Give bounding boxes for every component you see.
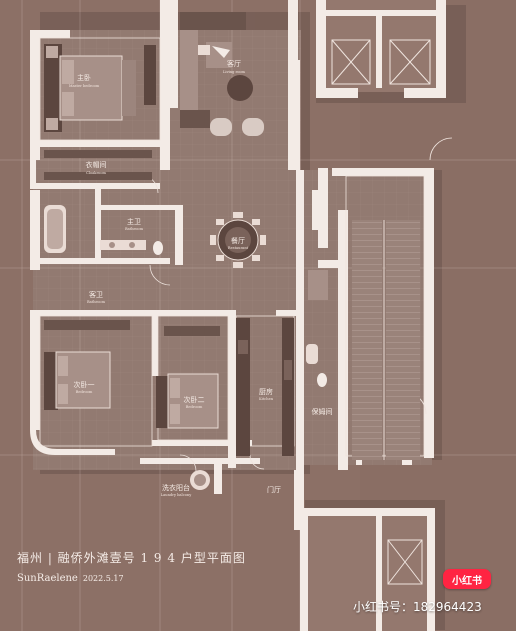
room-name-living-room: 客厅 bbox=[227, 59, 241, 68]
room-sub-kitchen: Kitchen bbox=[259, 397, 274, 401]
staircase bbox=[352, 220, 420, 460]
room-sub-master-bath: Bathroom bbox=[125, 227, 144, 231]
room-sub-laundry-balcony: Laundry balcony bbox=[161, 493, 192, 497]
master-bed bbox=[44, 44, 136, 132]
room-sub-cloakroom: Cloakroom bbox=[86, 171, 106, 175]
xiaohongshu-id-watermark: 小红书号：182964423 bbox=[353, 600, 482, 614]
room-name-dining-room: 餐厅 bbox=[231, 236, 245, 245]
kitchen-counters bbox=[236, 318, 294, 456]
room-name-second-bedroom-2: 次卧二 bbox=[184, 395, 205, 404]
armchairs bbox=[210, 118, 264, 136]
living-sofa bbox=[180, 12, 246, 128]
room-sub-second-bedroom-1: Bedroom bbox=[76, 390, 93, 394]
room-name-guest-bath: 客卫 bbox=[89, 290, 103, 299]
room-sub-dining-room: Restaurant bbox=[228, 246, 249, 250]
laundry-machine bbox=[190, 470, 210, 490]
author-signature: SunRaelene 2022.5.17 bbox=[17, 573, 124, 584]
room-name-cloakroom: 衣帽间 bbox=[86, 160, 107, 169]
room-name-kitchen: 厨房 bbox=[259, 387, 273, 396]
room-labels: 主卧 Master bedroom 客厅 Living room 衣帽间 Clo… bbox=[69, 59, 333, 497]
bedroom-two-bed bbox=[156, 326, 220, 429]
room-name-master-bath: 主卫 bbox=[127, 217, 141, 226]
room-name-entrance: 门厅 bbox=[267, 485, 281, 494]
xiaohongshu-logo-badge: 小红书 bbox=[443, 569, 491, 589]
bath-vanity bbox=[100, 240, 163, 255]
living-table bbox=[227, 75, 253, 101]
bathtub bbox=[44, 205, 66, 253]
room-name-laundry-balcony: 洗衣阳台 bbox=[162, 483, 190, 492]
room-name-master-bedroom: 主卧 bbox=[77, 73, 91, 82]
room-sub-guest-bath: Bathroom bbox=[87, 300, 106, 304]
dining-chairs bbox=[210, 212, 266, 268]
room-sub-second-bedroom-2: Bedroom bbox=[186, 405, 203, 409]
room-sub-master-bedroom: Master bedroom bbox=[69, 84, 100, 88]
cloakroom-shelves bbox=[44, 150, 152, 180]
room-name-nanny-room: 保姆间 bbox=[312, 407, 333, 416]
guest-bath-fixtures bbox=[306, 270, 328, 387]
room-sub-living-room: Living room bbox=[223, 70, 246, 74]
room-name-second-bedroom-1: 次卧一 bbox=[74, 380, 95, 389]
bedroom-one-bed bbox=[44, 320, 130, 410]
walls bbox=[30, 0, 446, 631]
piano bbox=[198, 45, 230, 58]
elevator-shafts bbox=[331, 39, 431, 585]
author-name: SunRaelene bbox=[17, 573, 78, 584]
dining-table bbox=[217, 219, 259, 261]
plan-date: 2022.5.17 bbox=[82, 574, 124, 583]
master-wardrobe bbox=[144, 45, 156, 105]
plan-caption: 福州 | 融侨外滩壹号 1 9 4 户型平面图 bbox=[17, 551, 246, 565]
